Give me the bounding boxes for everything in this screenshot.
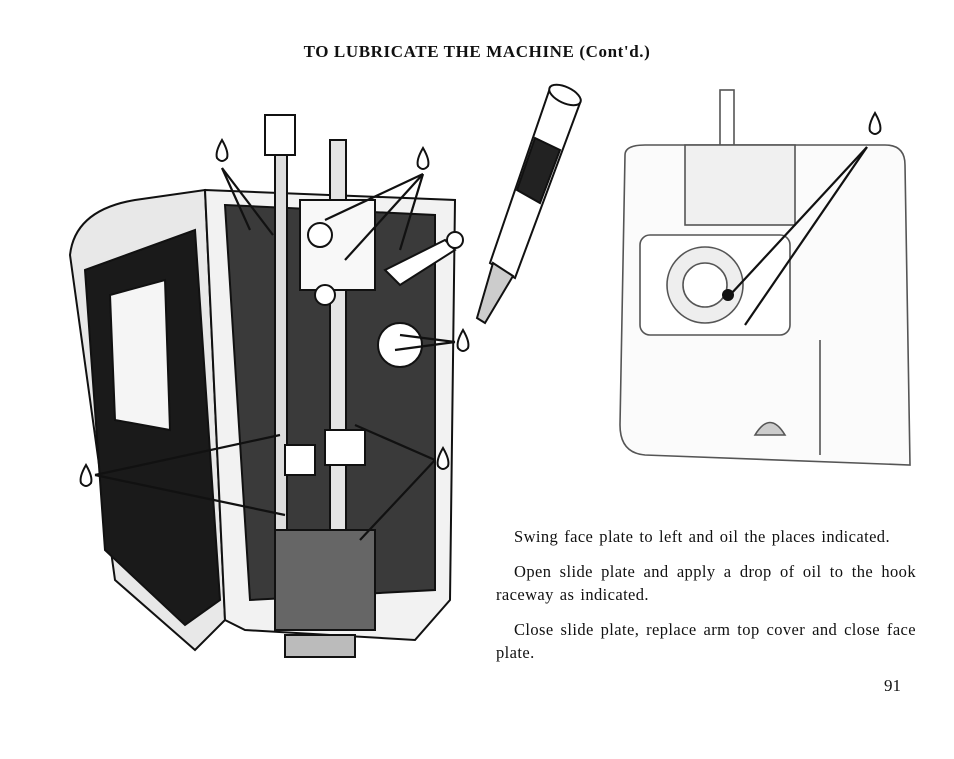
pointer-arrow [94,167,456,541]
pointer-arrow [729,146,868,326]
instruction-2: Open slide plate and apply a drop of oil… [496,562,916,604]
instruction-3: Close slide plate, replace arm top cover… [496,620,916,662]
oil-tube-illustration [475,83,582,325]
bobbin-area-illustration [619,89,911,466]
oil-drop-icon [868,111,882,135]
instruction-text: Swing face plate to left and oil the pla… [496,525,916,676]
machine-head-illustration [68,114,470,658]
instruction-1: Swing face plate to left and oil the pla… [514,527,890,546]
oil-drop-icon [79,138,470,487]
page-title: TO LUBRICATE THE MACHINE (Cont'd.) [303,42,651,61]
page-number: 91 [884,676,901,695]
